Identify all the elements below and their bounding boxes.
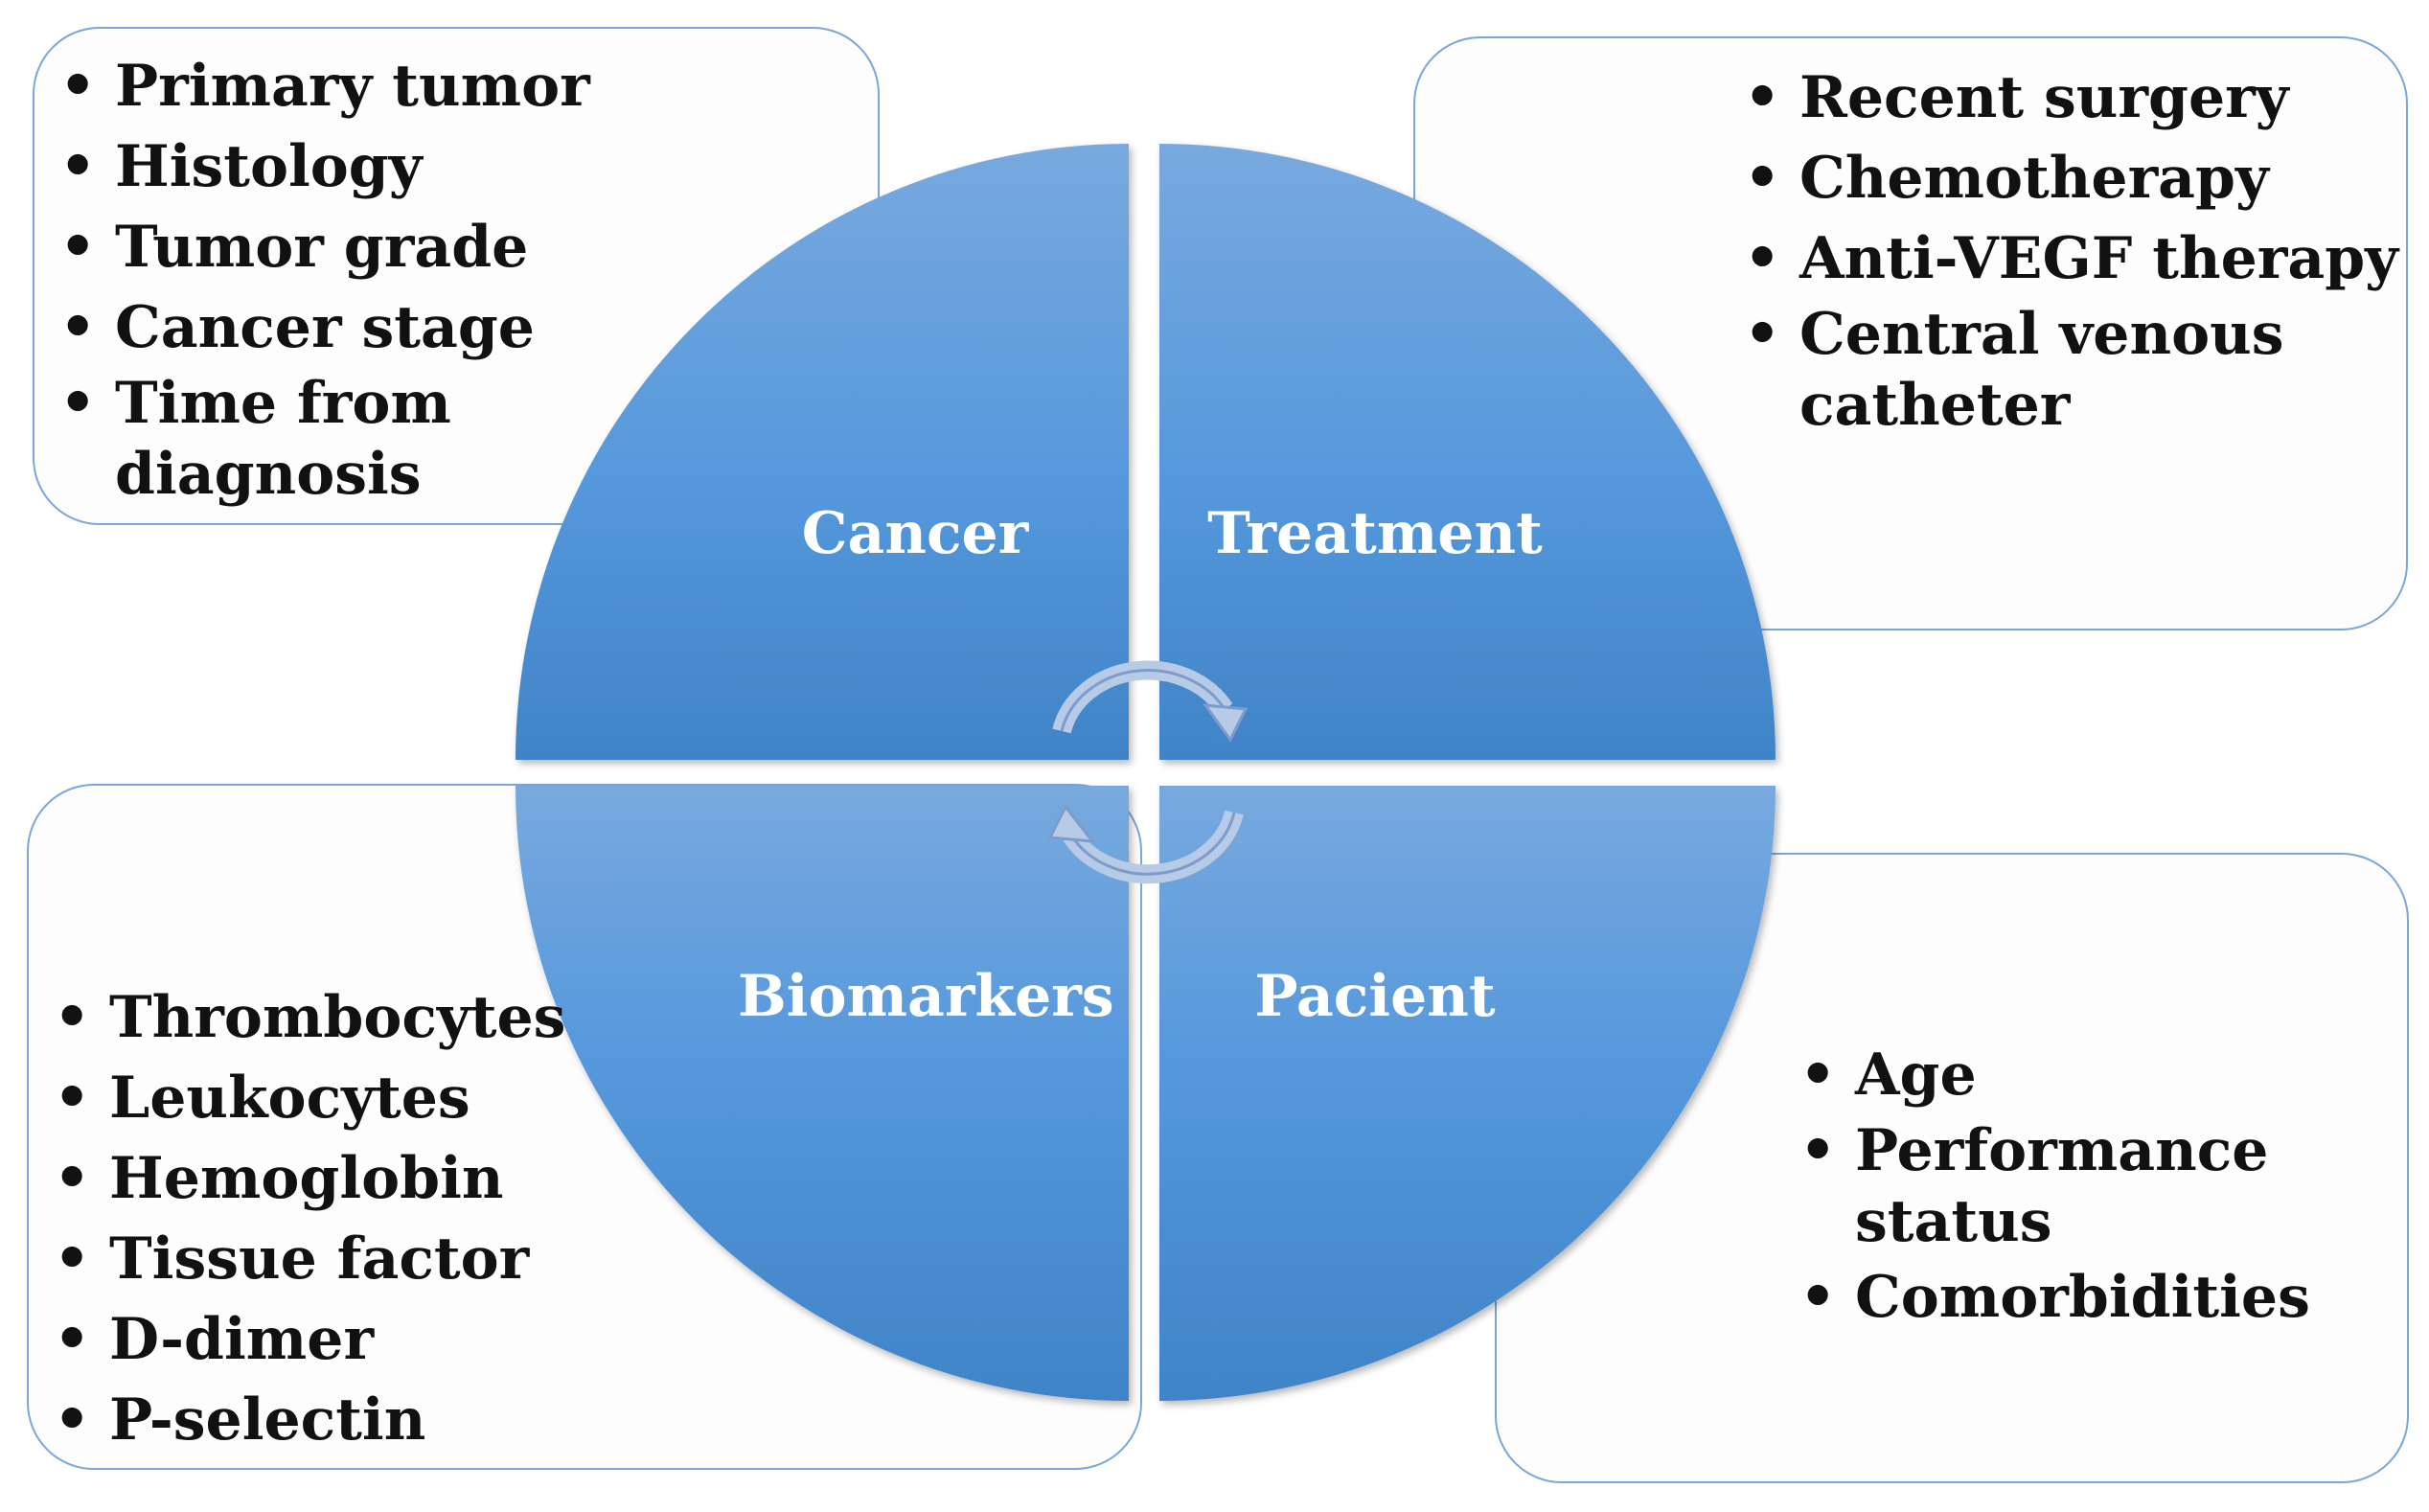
list-item: •Anti-VEGF therapy — [1744, 225, 2399, 292]
quadrant-pacient — [1159, 786, 1776, 1401]
quadrant-label-biomarkers: Biomarkers — [738, 963, 1114, 1030]
list-item: •Cancer stage — [59, 294, 535, 361]
list-item: •Comorbidities — [1799, 1264, 2310, 1331]
list-item-continuation: diagnosis — [115, 441, 422, 508]
list-item: •Performance — [1799, 1117, 2269, 1184]
pacient-factor-list: •Age •Performance status •Comorbidities — [1799, 1035, 2310, 1338]
quadrant-label-pacient: Pacient — [1254, 963, 1496, 1030]
biomarker-factor-list: •Thrombocytes •Leukocytes •Hemoglobin •T… — [54, 977, 565, 1460]
list-item: •Leukocytes — [54, 1065, 470, 1132]
quadrant-cancer — [516, 144, 1129, 760]
list-item: •Time from — [59, 370, 451, 437]
quadrant-label-cancer: Cancer — [801, 500, 1029, 567]
list-item: •Central venous — [1744, 301, 2284, 368]
list-item: •Primary tumor — [59, 53, 590, 120]
treatment-factor-list: •Recent surgery •Chemotherapy •Anti-VEGF… — [1744, 57, 2398, 441]
list-item: •P-selectin — [54, 1386, 426, 1454]
list-item: •D-dimer — [54, 1306, 375, 1373]
list-item: •Histology — [59, 133, 423, 200]
list-item: •Thrombocytes — [54, 984, 566, 1051]
cancer-factor-list: •Primary tumor •Histology •Tumor grade •… — [59, 46, 590, 510]
quadrant-treatment — [1159, 144, 1776, 760]
list-item-continuation: catheter — [1799, 372, 2071, 439]
circular-arrows-icon — [1047, 660, 1249, 884]
list-item: •Recent surgery — [1744, 64, 2289, 131]
quadrant-label-treatment: Treatment — [1207, 500, 1543, 567]
list-item: •Chemotherapy — [1744, 145, 2269, 212]
list-item: •Tumor grade — [59, 214, 529, 281]
list-item: •Age — [1799, 1042, 1977, 1109]
list-item: •Hemoglobin — [54, 1145, 504, 1212]
quadrant-biomarkers — [516, 786, 1129, 1401]
list-item-continuation: status — [1855, 1188, 2052, 1255]
list-item: •Tissue factor — [54, 1226, 530, 1293]
